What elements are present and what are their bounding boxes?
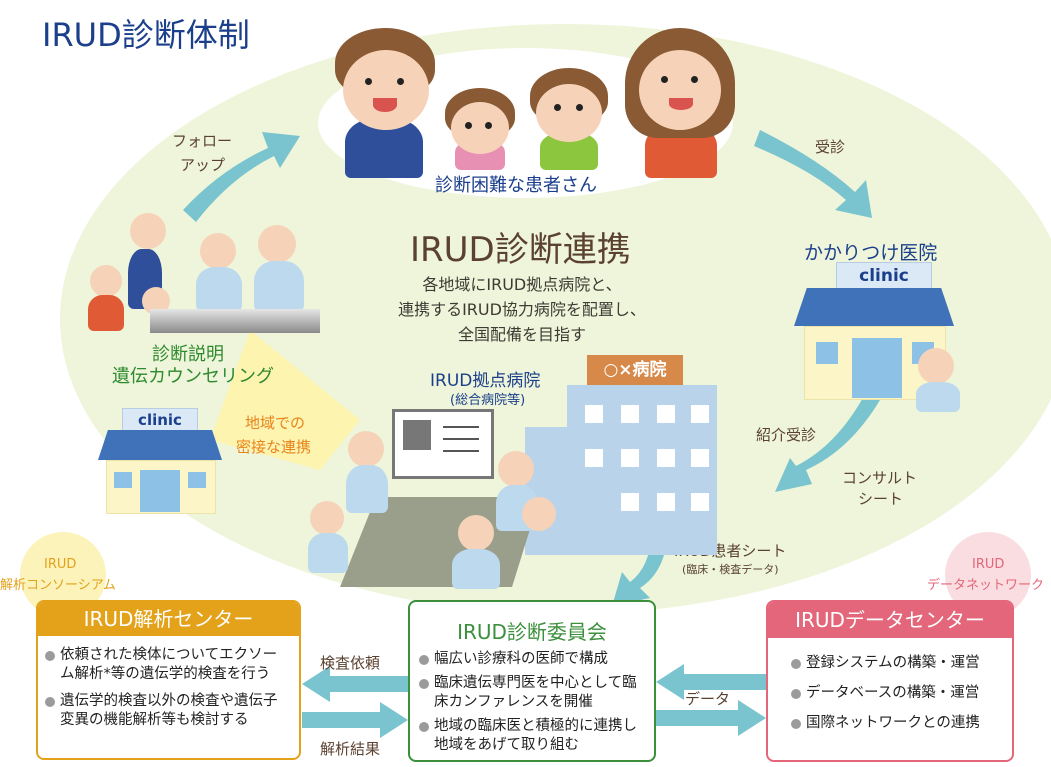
hub-hospital-sublabel: (総合病院等) — [450, 393, 526, 408]
center-title: IRUD診断連携 — [410, 230, 631, 270]
consult-label-1: コンサルト — [842, 469, 918, 487]
regional-label-2: 密接な連携 — [236, 438, 312, 456]
analysis-result-label: 解析結果 — [320, 740, 381, 758]
data-network-label-1: IRUD — [972, 557, 1005, 572]
analysis-center-item: 依頼された検体についてエクソーム解析*等の遺伝学的検査を行う — [44, 646, 291, 684]
analysis-consortium-label-2: 解析コンソーシアム — [0, 578, 116, 593]
data-network-label-2: データネットワーク — [927, 578, 1045, 593]
center-description-line: 各地域にIRUD拠点病院と、 — [422, 275, 622, 294]
committee-item: 地域の臨床医と積極的に連携し地域をあげて取り組む — [418, 717, 648, 755]
test-request-label: 検査依頼 — [320, 654, 381, 672]
committee-box: IRUD診断委員会 幅広い診療科の医師で構成 臨床遺伝専門医を中心として臨床カン… — [408, 600, 656, 762]
analysis-center-item: 遺伝学的検査以外の検査や遺伝子変異の機能解析等も検討する — [44, 692, 291, 730]
consult-label-2: シート — [858, 490, 904, 508]
analysis-result-arrow — [302, 702, 408, 738]
referral-visit-label: 紹介受診 — [756, 426, 817, 444]
conference-illustration — [300, 405, 570, 595]
visit-label: 受診 — [815, 138, 846, 156]
data-center-item: データベースの構築・運営 — [790, 684, 1004, 703]
analysis-center-box: IRUD解析センター 依頼された検体についてエクソーム解析*等の遺伝学的検査を行… — [36, 600, 301, 760]
family-doctor-clinic-illustration: clinic — [794, 262, 960, 412]
committee-title: IRUD診断委員会 — [457, 620, 607, 644]
regional-label-1: 地域での — [245, 414, 306, 432]
center-description: 各地域にIRUD拠点病院と、 連携するIRUD協力病院を配置し、 全国配備を目指… — [372, 272, 672, 347]
test-request-arrow — [302, 666, 408, 702]
data-label: データ — [685, 690, 731, 708]
data-center-box: IRUDデータセンター 登録システムの構築・運営 データベースの構築・運営 国際… — [766, 600, 1014, 762]
center-description-line: 全国配備を目指す — [457, 325, 586, 344]
data-center-item: 登録システムの構築・運営 — [790, 654, 1004, 673]
hub-hospital-building: ○×病院 — [525, 355, 717, 555]
referral-arrow — [775, 396, 880, 492]
analysis-consortium-label-1: IRUD — [44, 557, 77, 572]
visit-arrow — [754, 130, 872, 218]
counseling-illustration — [80, 205, 320, 335]
patient-sheet-sublabel: (臨床・検査データ) — [682, 563, 779, 576]
follow-up-label-2: アップ — [180, 156, 226, 174]
data-center-title: IRUDデータセンター — [768, 602, 1012, 638]
follow-up-label-1: フォロー — [172, 132, 233, 150]
committee-item: 臨床遺伝専門医を中心として臨床カンファレンスを開催 — [418, 674, 648, 712]
center-description-line: 連携するIRUD協力病院を配置し、 — [398, 300, 646, 319]
hospital-sign: ○×病院 — [587, 355, 683, 385]
hub-hospital-label: IRUD拠点病院 — [430, 371, 541, 391]
local-clinic-sign: clinic — [122, 408, 198, 432]
data-arrow-right — [656, 700, 766, 736]
follow-up-arrow — [183, 132, 300, 222]
committee-item: 幅広い診療科の医師で構成 — [418, 650, 648, 669]
presentation-screen — [392, 409, 494, 479]
counseling-label-1: 診断説明 — [152, 344, 224, 365]
patients-label: 診断困難な患者さん — [435, 175, 597, 196]
page-title: IRUD診断体制 — [42, 16, 250, 54]
data-arrow-left — [656, 664, 766, 700]
family-doctor-label: かかりつけ医院 — [804, 242, 938, 264]
family-doctor-clinic-sign: clinic — [836, 262, 932, 290]
analysis-center-title: IRUD解析センター — [38, 602, 299, 636]
local-clinic-illustration: clinic — [98, 408, 222, 514]
data-center-item: 国際ネットワークとの連携 — [790, 714, 1004, 733]
counseling-label-2: 遺伝カウンセリング — [112, 366, 274, 387]
